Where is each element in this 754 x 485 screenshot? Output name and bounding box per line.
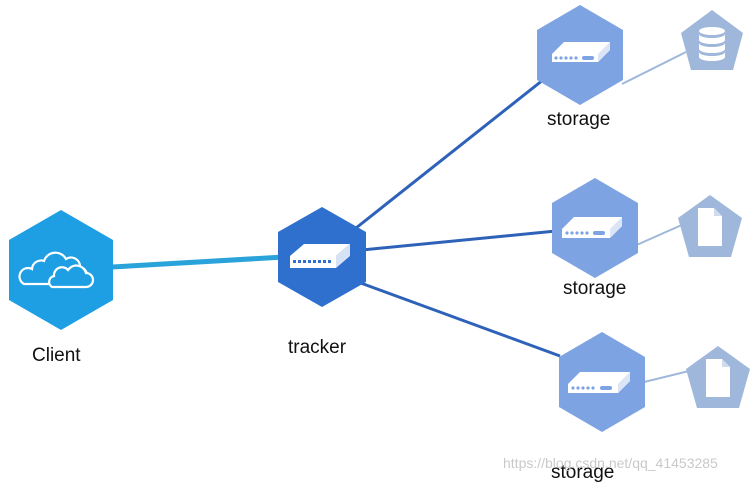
edge-tracker-storage-3 [357,280,561,358]
document-icon [706,359,730,397]
tracker-label: tracker [288,337,347,358]
edge-storage-3-document [639,370,690,384]
watermark-text: https://blog.csdn.net/qq_41453285 [503,455,718,471]
storage-1-label: storage [547,109,611,130]
storage-2-label: storage [563,278,627,299]
edge-storage-2-document [631,223,685,248]
database-attachment[interactable] [681,10,743,70]
switch-icon [290,244,350,268]
document-attachment-1[interactable] [678,195,742,257]
document-icon [698,208,722,246]
hard-drive-icon [552,42,610,62]
storage-node-2[interactable] [552,178,638,278]
edge-tracker-storage-1 [355,74,549,230]
document-attachment-2[interactable] [686,346,750,408]
storage-node-1[interactable] [537,5,623,105]
cloud-icon [18,251,95,289]
hard-drive-icon [568,372,630,393]
client-node[interactable] [9,210,113,330]
client-label: Client [32,345,81,366]
edge-storage-1-database [621,51,687,85]
tracker-node[interactable] [278,207,366,307]
hard-drive-icon [562,217,622,238]
storage-3-label: storage [551,462,615,483]
edge-client-tracker [111,254,285,270]
database-icon [699,27,725,61]
storage-node-3[interactable] [559,332,645,432]
edge-tracker-storage-2 [361,229,557,252]
